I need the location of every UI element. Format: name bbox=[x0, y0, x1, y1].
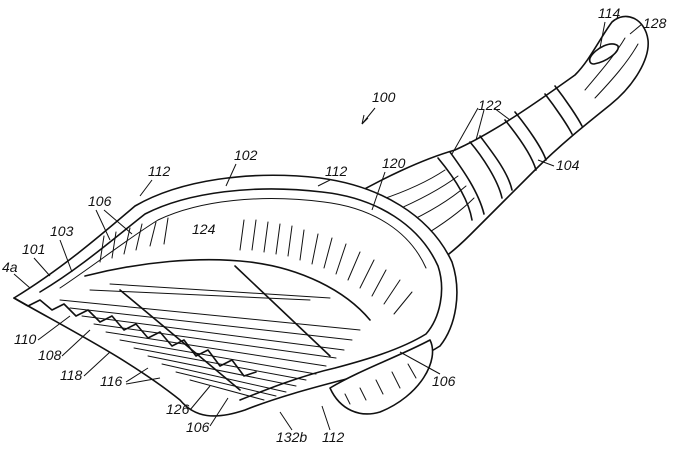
label-108: 108 bbox=[38, 347, 62, 363]
label-100: 100 bbox=[372, 89, 396, 105]
label-103: 103 bbox=[50, 223, 74, 239]
label-116: 116 bbox=[100, 373, 123, 389]
label-120: 120 bbox=[382, 155, 406, 171]
label-4a: 4a bbox=[2, 259, 18, 275]
label-102: 102 bbox=[234, 147, 258, 163]
label-112-bottom: 112 bbox=[322, 429, 345, 445]
label-132b: 132b bbox=[276, 429, 307, 445]
label-106-top: 106 bbox=[88, 193, 112, 209]
label-126: 126 bbox=[166, 401, 190, 417]
label-106-bottom: 106 bbox=[186, 419, 210, 435]
label-104: 104 bbox=[556, 157, 580, 173]
label-112-top-right: 112 bbox=[325, 163, 348, 179]
label-124: 124 bbox=[192, 221, 216, 237]
label-106-right: 106 bbox=[432, 373, 456, 389]
label-101: 101 bbox=[22, 241, 45, 257]
label-112-top-left: 112 bbox=[148, 163, 171, 179]
label-114: 114 bbox=[598, 5, 621, 21]
label-110: 110 bbox=[14, 331, 37, 347]
label-118: 118 bbox=[60, 367, 83, 383]
label-128: 128 bbox=[643, 15, 667, 31]
